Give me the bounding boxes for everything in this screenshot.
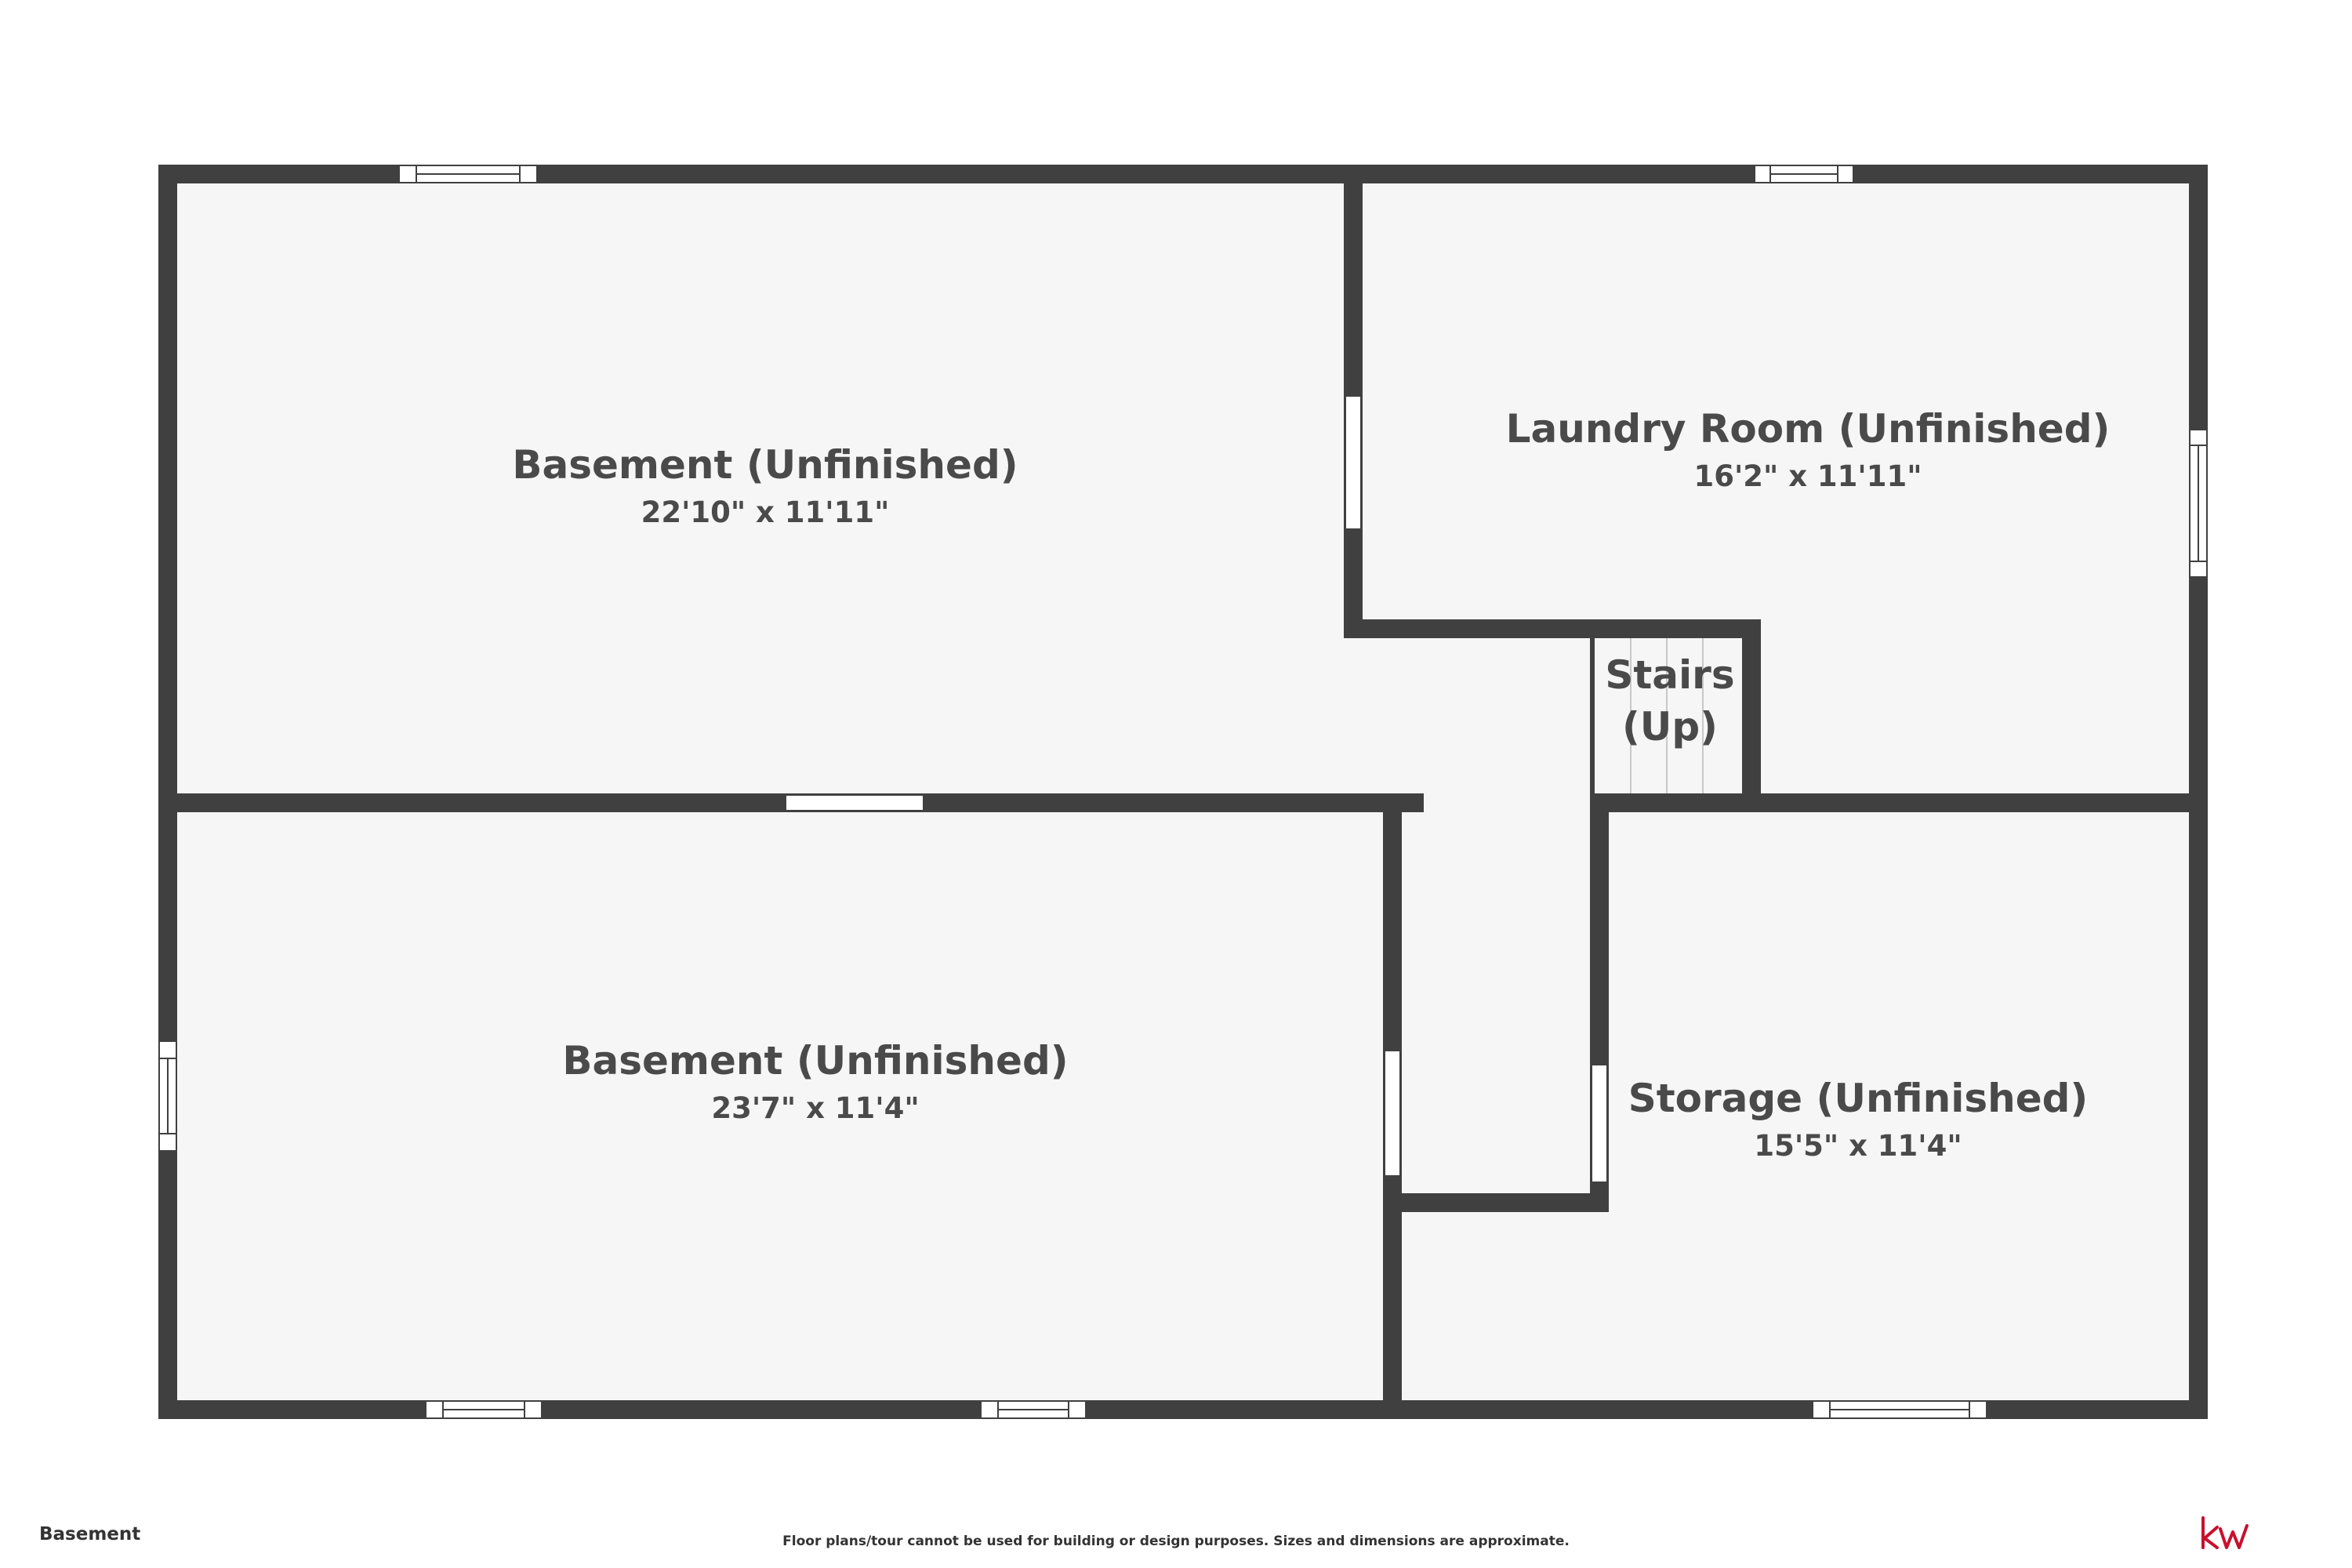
wall-right (2189, 165, 2208, 1419)
openings (785, 395, 1608, 1183)
room-name-basement-top: Basement (Unfinished) (512, 442, 1018, 488)
room-name-stairs-line1: Stairs (1605, 652, 1734, 698)
window-right (2189, 429, 2208, 578)
opening-hall-basement (1384, 1050, 1401, 1177)
window-left (158, 1040, 177, 1152)
room-dims-basement-top: 22'10" x 11'11" (641, 495, 890, 529)
opening-basement-laundry (1345, 395, 1362, 530)
wall-left (158, 165, 177, 1419)
room-name-laundry: Laundry Room (Unfinished) (1506, 406, 2111, 452)
opening-hall-storage (1591, 1064, 1608, 1183)
window-bottom-1 (425, 1400, 543, 1419)
wall-middle-right (1590, 793, 2200, 812)
room-name-storage: Storage (Unfinished) (1628, 1076, 2089, 1121)
window-bottom-3 (1812, 1400, 1987, 1419)
disclaimer-text: Floor plans/tour cannot be used for buil… (782, 1534, 1570, 1549)
windows (158, 165, 2208, 1419)
level-label: Basement (39, 1524, 141, 1544)
window-bottom-2 (980, 1400, 1087, 1419)
stair-treads (1630, 638, 1704, 793)
wall-laundry-bottom (1344, 619, 1759, 638)
wall-stairs-right (1742, 619, 1761, 808)
room-name-basement-bottom: Basement (Unfinished) (562, 1038, 1068, 1083)
floor-area (166, 174, 2200, 1406)
room-dims-laundry: 16'2" x 11'11" (1693, 459, 1922, 493)
wall-stairs-left (1590, 637, 1595, 795)
wall-hall-bottom (1383, 1193, 1609, 1212)
room-dims-basement-bottom: 23'7" x 11'4" (711, 1091, 919, 1125)
kw-logo-icon (2201, 1516, 2249, 1549)
window-top-left (398, 165, 538, 183)
room-dims-storage: 15'5" x 11'4" (1754, 1129, 1962, 1163)
opening-basements (785, 794, 924, 811)
room-name-stairs-line2: (Up) (1622, 704, 1718, 750)
window-top-right (1754, 165, 1854, 183)
